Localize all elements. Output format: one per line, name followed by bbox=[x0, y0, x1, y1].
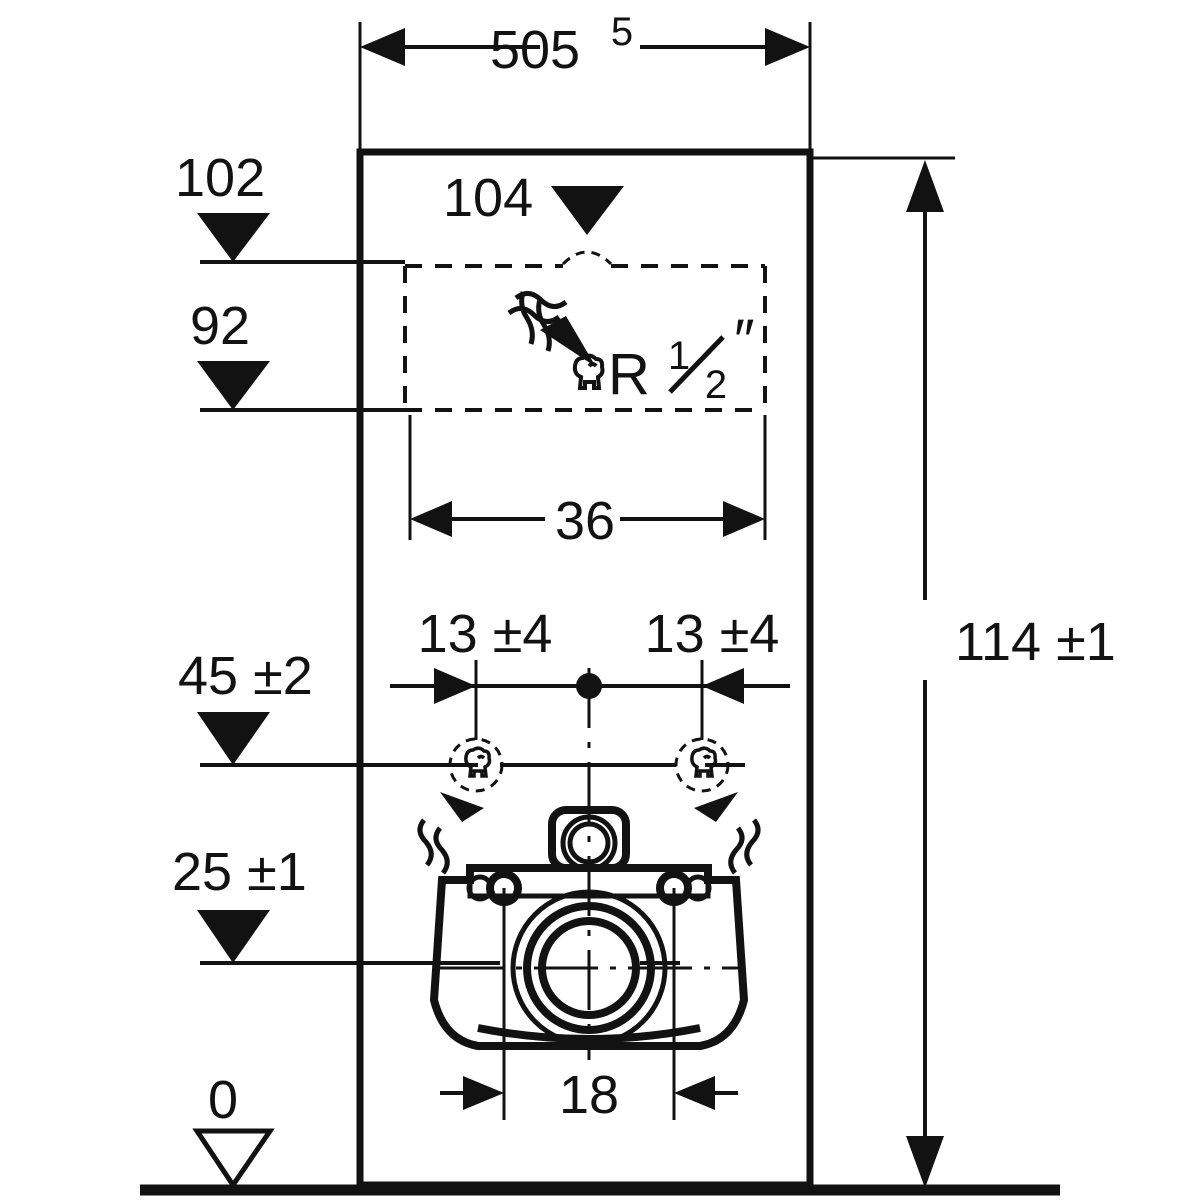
pipe-fitting-icon-right bbox=[690, 746, 718, 778]
thread-fraction-denominator: 2 bbox=[705, 363, 727, 407]
dimension-bolt-offsets: 13 ±4 13 ±4 bbox=[390, 604, 790, 740]
water-wave-line-3 bbox=[519, 291, 535, 345]
pipe-fitting-icon bbox=[572, 353, 605, 390]
water-supply-arrow-icon-right bbox=[694, 792, 738, 822]
datum-triangle-icon bbox=[192, 1128, 275, 1190]
water-supply-arrow-right bbox=[694, 792, 761, 875]
level-value-25: 25 ±1 bbox=[172, 842, 307, 902]
dimension-value-36: 36 bbox=[555, 491, 615, 551]
water-wave-line-2 bbox=[507, 306, 561, 324]
dimension-arrow-bolt-right-icon bbox=[702, 668, 744, 704]
dimension-inner-width-36: 36 bbox=[408, 415, 767, 551]
dimension-value-bolt-left: 13 ±4 bbox=[418, 604, 553, 664]
level-value-104: 104 bbox=[443, 168, 533, 228]
level-value-92: 92 bbox=[190, 296, 250, 356]
dimension-value-bolt-right: 13 ±4 bbox=[645, 604, 780, 664]
dimension-arrow-18-right-icon bbox=[674, 1076, 715, 1110]
fraction-slash bbox=[668, 335, 725, 394]
level-value-45: 45 ±2 bbox=[178, 646, 313, 706]
level-value-102: 102 bbox=[175, 148, 265, 208]
thread-designation-label: R bbox=[608, 342, 650, 407]
dimension-arrow-right-icon bbox=[765, 28, 810, 66]
water-wave-right-1 bbox=[744, 818, 761, 867]
water-supply-arrow-icon-left bbox=[440, 792, 484, 822]
level-marker-45: 45 ±2 bbox=[178, 646, 745, 767]
water-wave-right-2 bbox=[728, 826, 745, 875]
water-connection-zone-dashed-box bbox=[403, 264, 767, 412]
dimension-arrow-down-icon bbox=[906, 1136, 944, 1188]
dimension-value-overall-width-superscript: 5 bbox=[611, 10, 633, 54]
thread-fraction-numerator: 1 bbox=[668, 334, 690, 378]
flush-collar-ring-2 bbox=[567, 821, 611, 865]
level-marker-triangle-icon-92 bbox=[197, 361, 270, 410]
dimension-arrow-18-left-icon bbox=[463, 1076, 504, 1110]
dashed-circle-left bbox=[448, 737, 504, 793]
water-supply-arrow-icon bbox=[540, 316, 596, 367]
datum-marker-zero: 0 bbox=[192, 1070, 275, 1190]
dimension-value-overall-height: 114 ±1 bbox=[955, 612, 1116, 672]
dimension-overall-height: 114 ±1 bbox=[812, 156, 1116, 1188]
level-marker-triangle-icon-102 bbox=[197, 213, 270, 262]
wall-hung-toilet-fixture bbox=[429, 806, 749, 1050]
dashed-circle-right bbox=[674, 737, 730, 793]
level-marker-25: 25 ±1 bbox=[172, 842, 680, 965]
level-marker-104: 104 bbox=[443, 168, 624, 266]
connection-point-right bbox=[674, 737, 730, 793]
pipe-fitting-icon-left bbox=[464, 746, 492, 778]
water-wave-left-2 bbox=[433, 826, 450, 875]
water-wave-left-1 bbox=[417, 818, 434, 867]
dimension-arrow-36-left-icon bbox=[410, 501, 452, 537]
water-wave-line-4 bbox=[536, 298, 552, 352]
dimension-arrow-bolt-left-icon bbox=[434, 668, 476, 704]
bolt-hole-outer-right bbox=[684, 874, 712, 902]
dimension-value-overall-width: 505 bbox=[490, 20, 580, 80]
dimension-arrow-36-right-icon bbox=[723, 501, 765, 537]
connection-arc-dashed bbox=[561, 250, 613, 266]
toilet-bowl-outline bbox=[429, 864, 749, 1050]
thread-inch-mark: ″ bbox=[734, 308, 755, 373]
water-supply-arrow-left bbox=[417, 792, 484, 875]
dimension-arrow-up-icon bbox=[906, 160, 944, 212]
dimension-arrow-left-icon bbox=[360, 28, 405, 66]
level-marker-triangle-icon-25 bbox=[197, 910, 270, 963]
level-marker-triangle-icon-45 bbox=[197, 712, 270, 765]
water-supply-annotation: R 1 2 ″ bbox=[507, 291, 755, 407]
level-marker-triangle-icon-104 bbox=[551, 186, 624, 235]
dimension-outlet-width-18: 18 bbox=[440, 888, 738, 1125]
connection-point-left bbox=[448, 737, 504, 793]
level-marker-92: 92 bbox=[190, 296, 410, 412]
dimension-overall-width: 505 5 bbox=[358, 10, 812, 150]
level-marker-102: 102 bbox=[175, 148, 405, 264]
datum-value-zero: 0 bbox=[208, 1070, 238, 1130]
dimension-value-18: 18 bbox=[559, 1065, 619, 1125]
